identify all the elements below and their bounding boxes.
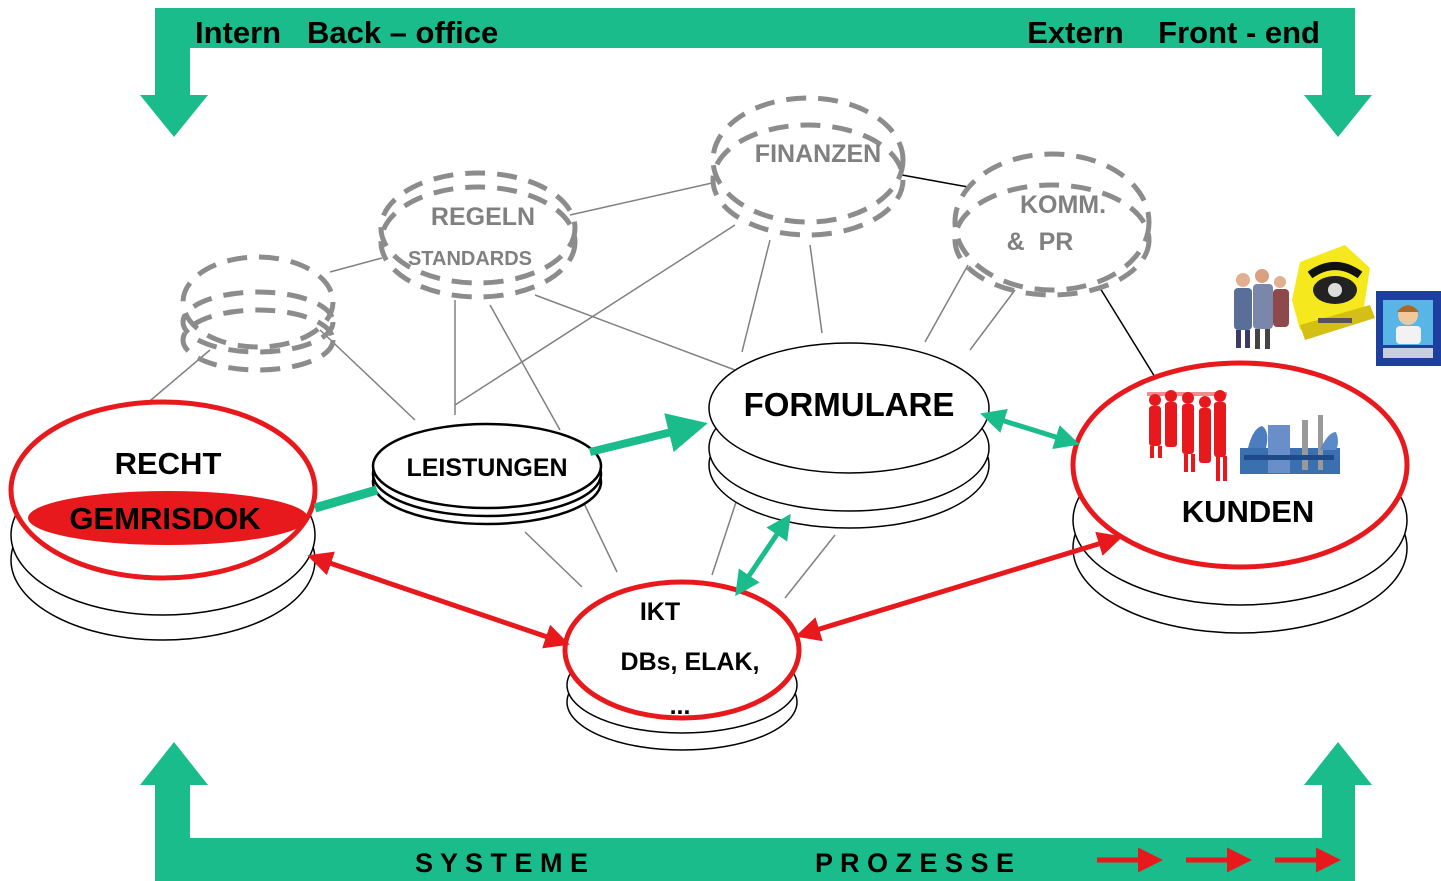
red-arrow-ikt-kunden — [795, 531, 1123, 642]
node-regeln: REGELN STANDARDS — [378, 170, 578, 300]
node-komm: KOMM. & PR — [952, 151, 1152, 298]
gemrisdok-label: GEMRISDOK — [69, 501, 261, 536]
computer-user-icon — [1376, 291, 1441, 366]
node-komm-line1: KOMM. — [1020, 191, 1106, 219]
crowd-icon — [1147, 390, 1227, 481]
node-formulare: FORMULARE — [708, 342, 990, 529]
node-komm-line2: & PR — [1007, 228, 1074, 256]
prozesse-label: P R O Z E S S E — [815, 848, 1014, 878]
gemrisdok-badge — [28, 491, 308, 545]
people-icon — [1229, 268, 1291, 351]
red-arrow-recht-ikt — [307, 551, 570, 649]
top-banner-arrow — [140, 8, 1372, 137]
node-finanzen: FINANZEN — [710, 95, 906, 238]
node-ikt-line2: DBs, ELAK, — [621, 648, 760, 676]
phone-icon — [1292, 245, 1375, 340]
node-regeln-line1: REGELN — [431, 203, 535, 231]
teal-bar-recht-leistungen — [313, 485, 379, 513]
teal-arrow-formulare-ikt — [735, 513, 791, 597]
top-right-label: Extern Front - end — [1027, 15, 1320, 50]
node-regeln-line2: STANDARDS — [408, 248, 532, 270]
systeme-label: S Y S T E M E — [415, 848, 588, 878]
node-unnamed — [180, 254, 336, 373]
node-leistungen-label: LEISTUNGEN — [406, 454, 567, 482]
node-ikt: IKT DBs, ELAK, ... — [562, 579, 802, 751]
red-connectors — [307, 531, 1123, 649]
top-left-label: Intern Back – office — [195, 15, 498, 50]
teal-arrow-formulare-kunden — [980, 409, 1080, 449]
node-ikt-line1: IKT — [640, 598, 680, 626]
factory-icon — [1240, 415, 1340, 474]
connector-komm-kunden — [1099, 287, 1159, 383]
connector-finanzen-komm — [901, 174, 969, 188]
node-kunden: KUNDEN — [1070, 360, 1410, 634]
bottom-banner-arrow — [140, 742, 1372, 881]
node-leistungen: LEISTUNGEN — [371, 422, 603, 526]
node-kunden-label: KUNDEN — [1182, 494, 1315, 529]
node-formulare-label: FORMULARE — [744, 386, 955, 423]
teal-connectors — [313, 409, 1080, 597]
node-ikt-line3: ... — [670, 692, 691, 720]
node-finanzen-label: FINANZEN — [755, 140, 881, 168]
teal-arrow-leistungen-formulare — [589, 413, 708, 456]
node-recht-title: RECHT — [115, 446, 222, 481]
node-recht: RECHT GEMRISDOK — [8, 399, 318, 641]
